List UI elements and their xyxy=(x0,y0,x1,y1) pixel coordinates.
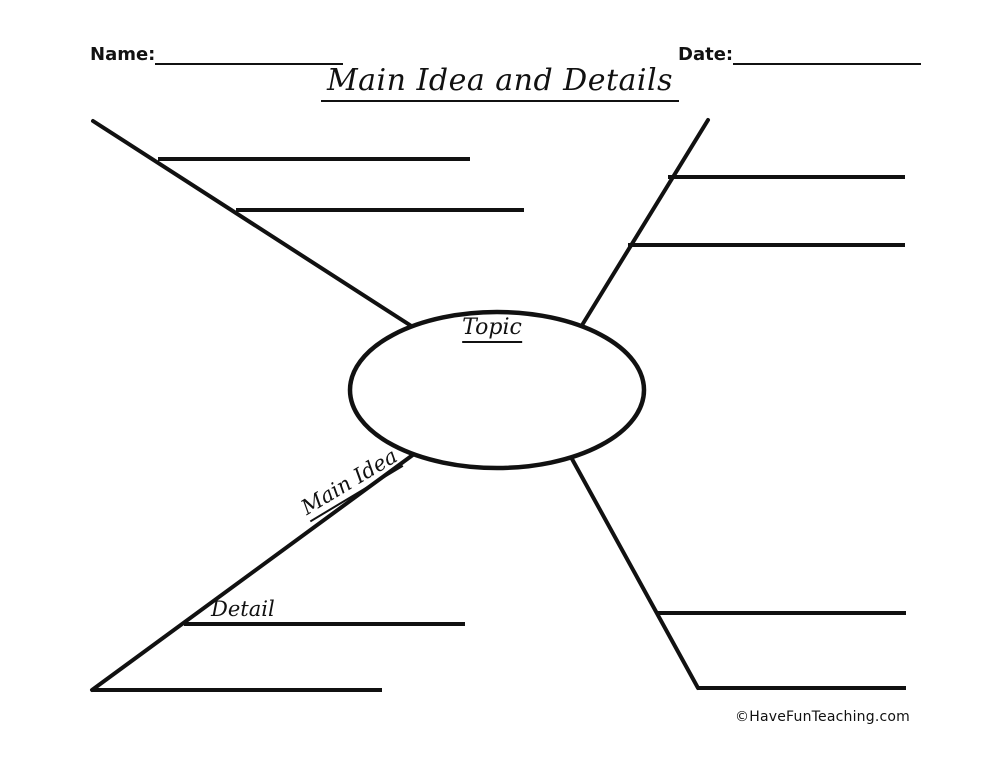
date-blank-line[interactable] xyxy=(733,45,922,65)
detail-label: Detail xyxy=(211,597,275,624)
topic-ellipse[interactable] xyxy=(347,309,647,471)
diagonal-top-left xyxy=(91,119,432,340)
diagonal-bottom-right xyxy=(564,446,700,690)
title-wrap: Main Idea and Details xyxy=(0,64,1000,102)
diagonal-bottom-left xyxy=(90,444,427,692)
name-label: Name: xyxy=(90,44,156,65)
topic-label: Topic xyxy=(462,316,522,343)
date-field: Date: xyxy=(678,44,922,65)
name-blank-line[interactable] xyxy=(155,45,344,65)
date-label: Date: xyxy=(678,44,734,65)
page-title: Main Idea and Details xyxy=(320,64,680,102)
diagonal-top-right xyxy=(574,118,710,337)
name-field: Name: xyxy=(90,44,344,65)
copyright-text: ©HaveFunTeaching.com xyxy=(735,709,910,725)
